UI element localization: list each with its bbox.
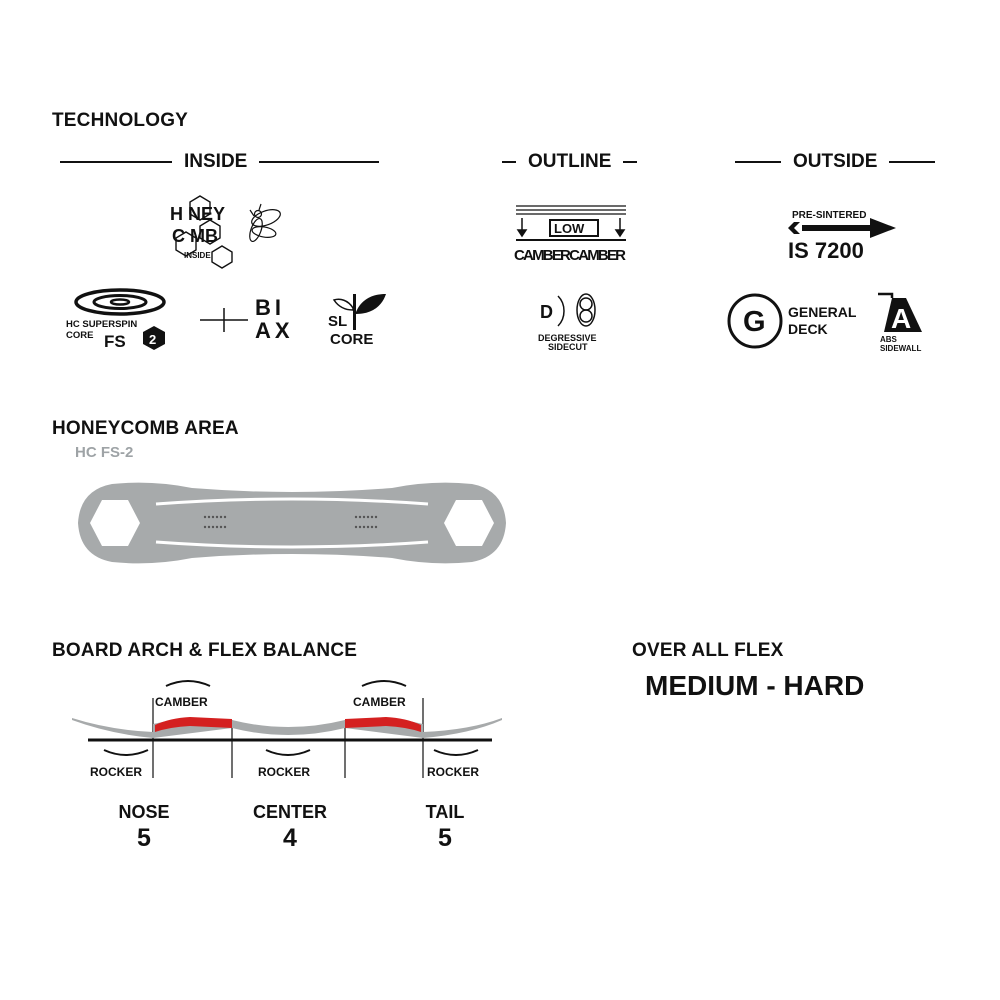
- camber-bottom: CAMBERCAMBER: [514, 247, 626, 264]
- channel-top: [155, 497, 429, 506]
- abs-sidewall-logo: A ABS SIDEWALL: [878, 292, 922, 353]
- superspin-logo: HC SUPERSPIN CORE FS 2: [66, 288, 166, 351]
- board-top-view: [78, 482, 506, 564]
- bee-icon: [249, 203, 281, 243]
- deck-line2: DECK: [788, 321, 828, 337]
- honeycomb-inside-logo: H NEY C MB INSIDE: [170, 195, 281, 269]
- camber-zone-tail: [345, 717, 421, 732]
- flex-value-center: 4: [283, 824, 297, 852]
- header-rule: [259, 161, 380, 163]
- arch-title: BOARD ARCH & FLEX BALANCE: [52, 640, 358, 661]
- honeycomb-line2: C MB: [172, 226, 218, 246]
- camber-arc-icon: [165, 680, 211, 687]
- rocker-label-nose: ROCKER: [90, 765, 142, 779]
- rocker-arc-icon: [265, 749, 311, 756]
- insert-pattern-left: [203, 515, 227, 529]
- header-rule: [60, 161, 172, 163]
- plus-icon: [200, 308, 248, 332]
- camber-low: LOW: [554, 221, 585, 236]
- honeycomb-area-title: HONEYCOMB AREA: [52, 418, 239, 439]
- sidewall-icon: A: [878, 292, 922, 334]
- overall-flex-title: OVER ALL FLEX: [632, 640, 784, 661]
- hex-badge-icon: [143, 326, 165, 350]
- rocker-arc-icon: [433, 749, 479, 756]
- superspin-line1: HC SUPERSPIN: [66, 319, 137, 330]
- section-outline-header: OUTLINE: [502, 151, 638, 173]
- section-outside-header: OUTSIDE: [735, 151, 936, 173]
- sidewall-line2: SIDEWALL: [880, 344, 921, 353]
- technology-title: TECHNOLOGY: [52, 110, 189, 131]
- sidecut-icon: [557, 293, 596, 327]
- camber-zone-nose: [155, 717, 232, 732]
- tail-hex-cutout: [444, 500, 494, 546]
- hex-icon: [211, 245, 233, 269]
- slcore-line2: CORE: [330, 331, 373, 348]
- superspin-line2: CORE: [66, 330, 93, 341]
- biax-logo: BI AX: [255, 296, 294, 342]
- biax-line1: BI: [255, 295, 285, 320]
- sidecut-letter: D: [540, 302, 553, 322]
- sidewall-line1: ABS: [880, 335, 898, 344]
- section-inside-label: INSIDE: [184, 151, 248, 172]
- hex-icon: [189, 195, 211, 221]
- degressive-sidecut-logo: D DEGRESSIVE SIDECUT: [538, 293, 597, 352]
- hex-icon: [175, 231, 197, 257]
- flex-label-center: CENTER: [252, 802, 327, 822]
- board-profile: [72, 718, 502, 738]
- header-rule: [889, 161, 936, 163]
- honeycomb-area-subtitle: HC FS-2: [75, 444, 134, 461]
- camber-label-tail: CAMBER: [353, 695, 406, 709]
- board-arch-diagram: CAMBER CAMBER ROCKER ROCKER ROCKER: [72, 680, 502, 779]
- slcore-logo: SL CORE: [328, 294, 386, 348]
- rocker-label-center: ROCKER: [258, 765, 310, 779]
- slcore-line1: SL: [328, 313, 347, 330]
- arrow-right-icon: [788, 218, 896, 238]
- leaf-icon: [332, 294, 386, 330]
- base-line2: IS 7200: [788, 238, 864, 263]
- deck-letter: G: [743, 306, 766, 338]
- flex-label-tail: TAIL: [425, 802, 465, 822]
- flex-value-nose: 5: [137, 824, 151, 852]
- camber-arc-icon: [361, 680, 407, 687]
- channel-bottom: [155, 540, 429, 549]
- sidewall-letter: A: [891, 303, 911, 334]
- section-inside-header: INSIDE: [60, 151, 380, 173]
- flex-label-nose: NOSE: [118, 802, 170, 822]
- honeycomb-line3: INSIDE: [184, 251, 211, 260]
- header-rule: [502, 161, 516, 163]
- biax-line2: AX: [255, 318, 294, 343]
- base-line1: PRE-SINTERED: [792, 210, 866, 221]
- header-rule: [623, 161, 638, 163]
- camber-label-nose: CAMBER: [155, 695, 208, 709]
- general-deck-logo: G GENERAL DECK: [727, 293, 857, 349]
- superspin-fs: FS: [104, 332, 126, 351]
- insert-pattern-right: [354, 515, 378, 529]
- header-rule: [735, 161, 781, 163]
- flex-value-tail: 5: [438, 824, 452, 852]
- g-circle-icon: G: [727, 293, 783, 349]
- swirl-icon: [74, 288, 166, 316]
- sidecut-line2: SIDECUT: [548, 342, 588, 352]
- hex-icon: [199, 219, 221, 245]
- presintered-base-logo: PRE-SINTERED IS 7200: [788, 210, 896, 263]
- superspin-num: 2: [149, 332, 156, 347]
- section-outline-label: OUTLINE: [528, 151, 612, 172]
- arrow-down-icon: [516, 218, 626, 238]
- rocker-arc-icon: [103, 749, 149, 756]
- section-outside-label: OUTSIDE: [793, 151, 878, 172]
- board-outline: [78, 482, 506, 564]
- sidecut-line1: DEGRESSIVE: [538, 333, 597, 343]
- nose-hex-cutout: [90, 500, 140, 546]
- deck-line1: GENERAL: [788, 304, 857, 320]
- overall-flex-value: MEDIUM - HARD: [645, 670, 865, 701]
- rocker-label-tail: ROCKER: [427, 765, 479, 779]
- honeycomb-line1: H NEY: [170, 204, 225, 224]
- low-camber-logo: LOW CAMBERCAMBER: [514, 205, 626, 264]
